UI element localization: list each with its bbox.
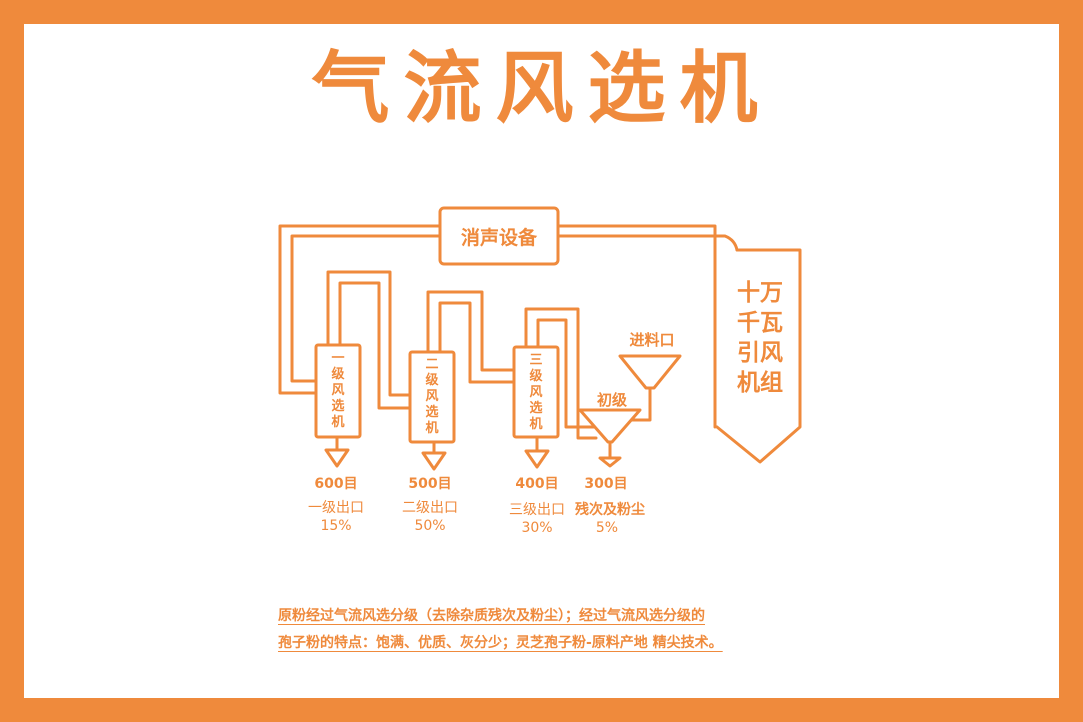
separator-1-char-5: 机 [331,414,344,430]
separator-3-char-5: 机 [529,416,542,432]
separator-3 [512,345,560,469]
duct-3-primary [524,307,598,440]
feed-label: 进料口 [629,331,674,349]
separator-2-char-1: 二 [425,357,438,372]
duct-2-3-inner [438,301,516,384]
separator-2-body [408,350,456,444]
separator-1-percent: 15% [320,518,351,534]
fan-duct [556,224,717,429]
separator-2 [408,350,456,471]
duct-1-2-inner [338,281,412,410]
primary-funnel [578,408,642,468]
separator-3-outlet: 三级出口 [509,502,565,518]
separator-2-char-2: 级 [425,372,439,388]
return-duct-inner [290,234,442,383]
fan-duct-inner [556,234,739,252]
separator-2-percent: 50% [414,518,445,534]
separator-3-char-2: 级 [529,368,543,384]
primary-outlet-arrow [598,456,622,468]
return-duct [278,224,442,395]
separator-1-outlet-arrow [324,448,350,468]
residue-mesh: 300目 [584,476,627,492]
caption-line-1: 原粉经过气流风选分级（去除杂质残次及粉尘）；经过气流风选分级的 [278,608,705,624]
duct-1-2 [326,270,412,397]
fan-label-line-3: 引风 [737,340,783,366]
residue-label: 残次及粉尘 [575,501,645,518]
muffler-box [438,206,560,266]
separator-3-char-1: 三 [529,353,542,368]
page-title: 气流风选机 [311,43,772,134]
separator-3-char-4: 选 [529,400,542,416]
separator-3-mesh: 400目 [515,476,558,492]
duct-2-3 [426,290,516,372]
separator-1 [314,343,362,468]
separator-2-char-5: 机 [425,420,438,436]
separator-2-char-4: 选 [425,404,438,420]
fan-label-line-1: 十万 [737,280,783,306]
separator-1-char-1: 一 [331,351,344,366]
separator-1-char-3: 风 [331,383,344,398]
separator-3-percent: 30% [521,520,552,536]
separator-1-char-2: 级 [331,366,345,382]
fan-label-line-2: 千瓦 [737,310,783,336]
separator-1-char-4: 选 [331,398,344,414]
separator-3-char-3: 风 [529,385,542,400]
primary-label: 初级 [597,391,628,409]
duct-3-primary-inner [536,318,598,429]
caption: 原粉经过气流风选分级（去除杂质残次及粉尘）；经过气流风选分级的 孢子粉的特点：饱… [278,603,808,657]
separator-2-mesh: 500目 [408,476,451,492]
fan-unit [715,248,802,464]
separator-2-outlet: 二级出口 [402,500,458,516]
separator-1-mesh: 600目 [314,476,357,492]
residue-percent: 5% [596,520,618,536]
muffler-label: 消声设备 [461,226,538,249]
separator-2-outlet-arrow [421,451,447,471]
caption-line-2: 孢子粉的特点：饱满、优质、灰分少；灵芝孢子粉-原料产地 精尖技术。 [278,635,723,651]
separator-1-outlet: 一级出口 [308,500,364,516]
separator-3-outlet-arrow [524,449,550,469]
separator-2-char-3: 风 [425,389,438,404]
fan-label-line-4: 机组 [737,369,783,396]
feed-funnel [618,354,682,400]
